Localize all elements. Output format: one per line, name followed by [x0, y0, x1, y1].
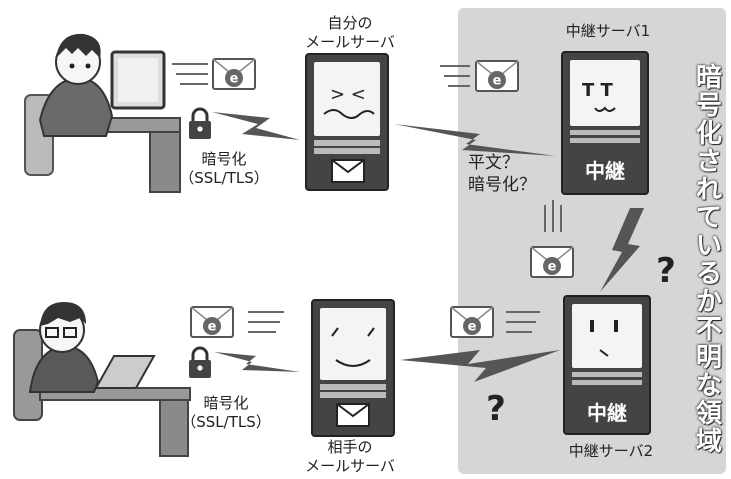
- relay1-label: 中継サーバ1: [565, 22, 651, 40]
- relay-badge: 中継: [587, 401, 627, 425]
- question-mark: ?: [486, 389, 506, 429]
- speed-lines: [172, 63, 208, 85]
- envelope-icon: [475, 60, 519, 92]
- question-mark: ?: [656, 251, 676, 291]
- recipient-person: [13, 302, 191, 457]
- relay-server-1: T T 中継: [561, 51, 649, 195]
- lock-icon: [187, 346, 213, 380]
- sender-person: [24, 33, 181, 193]
- unknown-zone-char: れ: [695, 175, 722, 205]
- partner-server-label: 相手のメールサーバ: [305, 438, 395, 475]
- speed-lines: [544, 200, 562, 232]
- lightning-icon: [600, 208, 644, 292]
- relay-badge: 中継: [585, 159, 625, 183]
- unknown-zone-title: 暗号化されているか不明な領域: [692, 64, 726, 456]
- unknown-zone-char: な: [695, 371, 722, 401]
- unknown-zone-char: 不: [695, 315, 722, 345]
- speed-lines: [440, 65, 470, 87]
- unknown-zone-char: い: [695, 231, 722, 261]
- unknown-zone-char: 領: [695, 399, 722, 429]
- envelope-icon: [212, 58, 256, 90]
- encrypt-bottom-label: 暗号化（SSL/TLS）: [181, 394, 271, 431]
- my-mail-server: > <: [305, 53, 389, 191]
- lock-icon: [187, 107, 213, 141]
- speed-lines: [248, 311, 284, 333]
- unknown-zone-char: 化: [695, 119, 722, 149]
- unknown-zone-char: 号: [695, 91, 722, 121]
- relay2-label: 中継サーバ2: [568, 442, 654, 460]
- svg-text:T T: T T: [582, 80, 614, 101]
- unknown-zone-char: 明: [695, 343, 722, 373]
- envelope-icon: [530, 246, 574, 278]
- lightning-icon: [214, 352, 300, 372]
- unknown-zone-char: て: [695, 203, 722, 233]
- encrypt-top-label: 暗号化（SSL/TLS）: [179, 150, 269, 187]
- unknown-zone-char: さ: [695, 147, 722, 177]
- envelope-icon: [190, 306, 234, 338]
- partner-mail-server: [311, 299, 395, 437]
- speed-lines: [506, 311, 540, 333]
- lightning-icon: [400, 350, 560, 382]
- unknown-zone-char: 域: [695, 427, 722, 457]
- my-server-label: 自分のメールサーバ: [305, 14, 395, 51]
- envelope-icon: [450, 306, 494, 338]
- lightning-icon: [212, 112, 300, 140]
- unknown-zone-char: 暗: [695, 63, 722, 93]
- plain-or-encrypted-label: 平文？暗号化？: [468, 153, 536, 195]
- relay-server-2: 中継: [563, 295, 651, 435]
- svg-text:> <: > <: [330, 84, 366, 105]
- lightning-icon: [394, 124, 556, 156]
- unknown-zone-char: る: [695, 259, 722, 289]
- unknown-zone-char: か: [695, 287, 722, 317]
